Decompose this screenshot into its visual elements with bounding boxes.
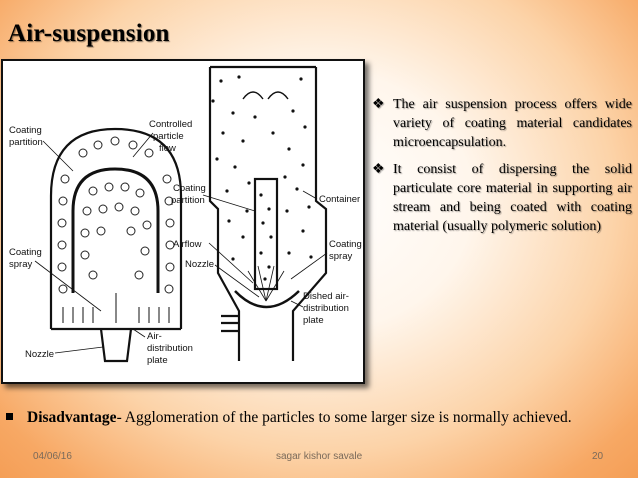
spray-line-1 bbox=[247, 270, 267, 302]
label-coating-spray-left-2: spray bbox=[9, 259, 32, 270]
square-bullet-icon bbox=[6, 413, 13, 420]
disadvantage-paragraph: Disadvantage- Agglomeration of the parti… bbox=[6, 403, 630, 433]
label-air-plate-2: distribution bbox=[147, 343, 193, 354]
bullet-text: It consist of dispersing the solid parti… bbox=[393, 162, 632, 234]
label-dished-plate-2: distribution bbox=[303, 303, 349, 314]
diamond-bullet-icon: ❖ bbox=[372, 97, 385, 112]
left-coating-partition bbox=[71, 167, 160, 293]
right-dished-plate bbox=[234, 290, 300, 309]
right-chamber-right-wall bbox=[291, 67, 328, 361]
flow-arc-left bbox=[242, 91, 264, 100]
left-airflow-arrows bbox=[62, 293, 170, 323]
label-container: Container bbox=[319, 194, 360, 205]
slide-title: Air-suspension bbox=[8, 20, 170, 47]
label-air-plate-3: plate bbox=[147, 355, 168, 366]
right-particles bbox=[211, 75, 313, 281]
diamond-bullet-icon: ❖ bbox=[372, 162, 385, 177]
right-chamber-left-wall bbox=[208, 67, 241, 361]
disadvantage-text: - Agglomeration of the particles to some… bbox=[116, 409, 572, 426]
label-dished-plate-1: Dished air- bbox=[303, 291, 349, 302]
left-particles bbox=[57, 136, 175, 294]
left-chamber-outline bbox=[49, 127, 183, 329]
footer-date: 04/06/16 bbox=[33, 451, 72, 462]
label-coating-partition-left-2: partition bbox=[9, 137, 43, 148]
spray-line-3 bbox=[265, 265, 275, 302]
footer-page-number: 20 bbox=[592, 451, 604, 462]
label-coating-partition-left-1: Coating bbox=[9, 125, 42, 136]
label-coating-partition-mid-1: Coating bbox=[173, 183, 206, 194]
label-controlled-flow-1: Controlled bbox=[149, 119, 192, 130]
left-nozzle bbox=[99, 328, 133, 363]
label-coating-spray-left-1: Coating bbox=[9, 247, 42, 258]
diagram-svg: Coating partition Controlled particle fl… bbox=[9, 65, 362, 366]
air-suspension-diagram: Coating partition Controlled particle fl… bbox=[1, 59, 365, 384]
leader-lines bbox=[34, 132, 328, 354]
label-nozzle-mid: Nozzle bbox=[185, 259, 214, 270]
bullet-item: ❖ It consist of dispersing the solid par… bbox=[372, 160, 632, 236]
footer-author: sagar kishor savale bbox=[276, 451, 363, 462]
label-dished-plate-3: plate bbox=[303, 315, 324, 326]
spray-line-2 bbox=[257, 265, 267, 302]
label-controlled-flow-2: particle bbox=[153, 131, 184, 142]
flow-arc-right bbox=[267, 91, 289, 100]
label-controlled-flow-3: flow bbox=[159, 143, 176, 154]
spray-line-4 bbox=[265, 270, 285, 302]
right-coating-partition bbox=[253, 177, 279, 291]
bullet-list: ❖ The air suspension process offers wide… bbox=[372, 95, 632, 244]
label-coating-spray-right-2: spray bbox=[329, 251, 352, 262]
label-nozzle-left: Nozzle bbox=[25, 349, 54, 360]
label-coating-partition-mid-2: partition bbox=[171, 195, 205, 206]
label-airflow: Airflow bbox=[173, 239, 202, 250]
label-air-plate-1: Air- bbox=[147, 331, 162, 342]
disadvantage-term: Disadvantage bbox=[27, 409, 117, 426]
bullet-item: ❖ The air suspension process offers wide… bbox=[372, 95, 632, 152]
label-coating-spray-right-1: Coating bbox=[329, 239, 362, 250]
bullet-text: The air suspension process offers wide v… bbox=[393, 97, 632, 150]
